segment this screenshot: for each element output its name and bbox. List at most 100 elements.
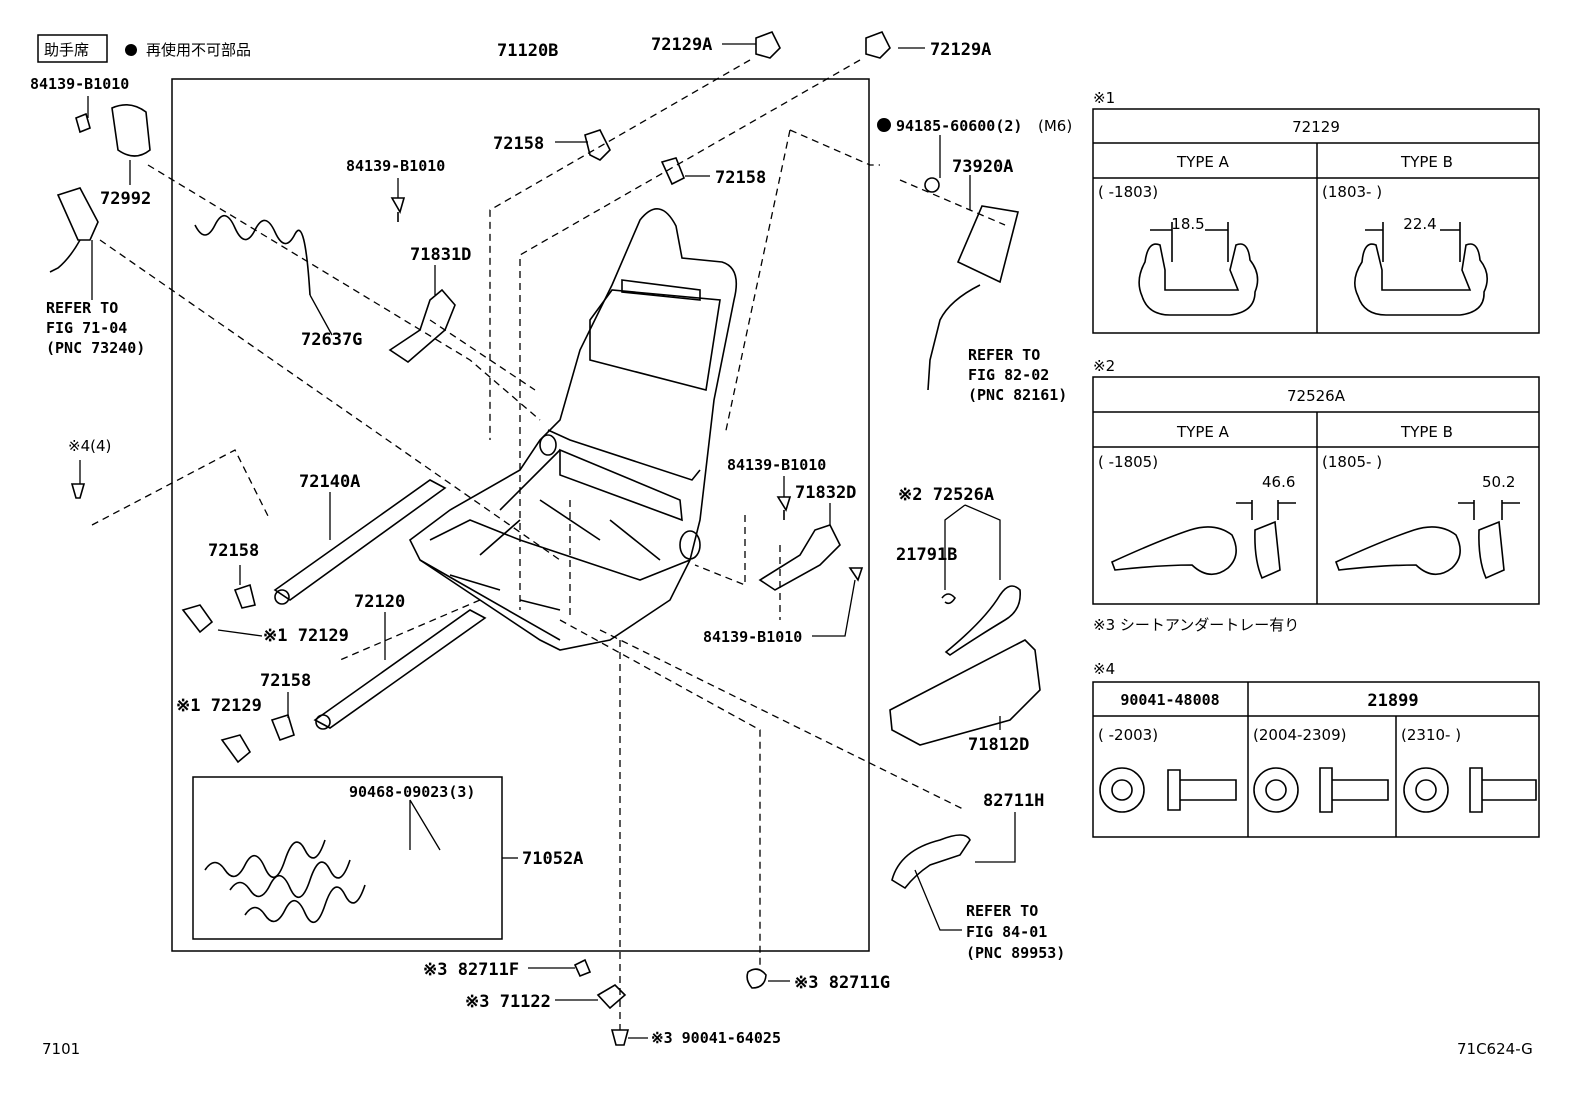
- bracket-72158-small-icon: [233, 583, 295, 742]
- label-72120: 72120: [354, 592, 405, 612]
- note2-table: [1092, 376, 1540, 605]
- refer2-line1: REFER TO: [968, 346, 1040, 364]
- clip-21899-a-icon: [1253, 767, 1389, 813]
- label-72129A-right: 72129A: [930, 40, 991, 60]
- label-72158-c: 72158: [208, 541, 259, 561]
- note1-dim-a: 18.5: [1171, 215, 1204, 233]
- seat-springs-icon: [204, 839, 366, 923]
- label-72158-d: 72158: [260, 671, 311, 691]
- note4-range-3: (2310- ): [1401, 726, 1461, 744]
- label-94185: 94185-60600(2): [896, 117, 1022, 135]
- label-72129-d: ※1 72129: [176, 696, 262, 716]
- footer-left: 7101: [42, 1040, 80, 1058]
- label-90041: ※3 90041-64025: [651, 1029, 781, 1047]
- label-84139-b: 84139-B1010: [346, 157, 445, 175]
- cover-71832D-icon: [758, 524, 841, 591]
- refer3-line1: REFER TO: [966, 902, 1038, 920]
- note3-text: ※3 シートアンダートレー有り: [1093, 616, 1299, 634]
- clip-90041-icon: [1099, 767, 1237, 813]
- note4-range-2: (2004-2309): [1253, 726, 1346, 744]
- note4-col2: 21899: [1367, 691, 1418, 711]
- clip-72129A-top-icon: [755, 30, 891, 59]
- label-82711F: ※3 82711F: [423, 960, 519, 980]
- header-tag: 助手席: [44, 41, 89, 59]
- label-72637G: 72637G: [301, 330, 362, 350]
- dashed-leaders: [91, 59, 1006, 1030]
- label-90468: 90468-09023(3): [349, 783, 475, 801]
- spring-inset-box: [192, 776, 503, 940]
- dot-legend-text: 再使用不可部品: [146, 41, 251, 59]
- note1-mark: ※1: [1093, 89, 1115, 107]
- refer3-line3: (PNC 89953): [966, 944, 1065, 962]
- harness-82711H-icon: [891, 834, 971, 890]
- label-71122: ※3 71122: [465, 992, 551, 1012]
- wire-72637G-icon: [194, 214, 311, 296]
- airbag-module-icon: [924, 177, 1019, 391]
- clip-72129-icon: [181, 604, 252, 764]
- note2-type-a: TYPE A: [1176, 423, 1230, 441]
- note1-table: [1092, 108, 1540, 334]
- refer1-line3: (PNC 73240): [46, 339, 145, 357]
- label-72526A: ※2 72526A: [898, 485, 994, 505]
- note2-type-b: TYPE B: [1400, 423, 1453, 441]
- label-71120B: 71120B: [497, 41, 558, 61]
- label-71812D: 71812D: [968, 735, 1029, 755]
- note4-table: [1092, 681, 1540, 838]
- lever-72526A-icon: [944, 585, 1022, 656]
- lever-type-b-icon: [1334, 500, 1520, 580]
- note1-dim-b: 22.4: [1403, 215, 1436, 233]
- note2-title: 72526A: [1287, 387, 1346, 405]
- refer2-line3: (PNC 82161): [968, 386, 1067, 404]
- dot-legend-icon: [125, 44, 137, 56]
- rail-72140A-icon: [273, 479, 447, 605]
- main-assembly-frame: [171, 78, 870, 952]
- label-84139-c: 84139-B1010: [727, 456, 826, 474]
- label-72129-c: ※1 72129: [263, 626, 349, 646]
- grommet-82711G-icon: [746, 968, 767, 989]
- label-71052A: 71052A: [522, 849, 583, 869]
- label-71832D: 71832D: [795, 483, 856, 503]
- cover-71831D-icon: [388, 288, 456, 364]
- refer2-line2: FIG 82-02: [968, 366, 1049, 384]
- label-73920A: 73920A: [952, 157, 1013, 177]
- header-tag-box: [37, 34, 108, 63]
- note1-type-a: TYPE A: [1176, 153, 1230, 171]
- label-82711H: 82711H: [983, 791, 1044, 811]
- label-84139-d: 84139-B1010: [703, 628, 802, 646]
- solid-leaders: [79, 43, 1016, 1039]
- label-72129A-left: 72129A: [651, 35, 712, 55]
- clip-n4-icon: [70, 483, 86, 499]
- clamp-72992-icon: [75, 104, 151, 157]
- note1-type-b: TYPE B: [1400, 153, 1453, 171]
- refer3-line2: FIG 84-01: [966, 923, 1047, 941]
- note2-mark: ※2: [1093, 357, 1115, 375]
- screw-90041-icon: [610, 1029, 630, 1046]
- note4-range-1: ( -2003): [1098, 726, 1158, 744]
- bracket-72158-icon: [584, 129, 686, 186]
- tray-71812D-icon: [889, 639, 1041, 746]
- dot-94185-icon: [877, 118, 891, 132]
- grommet-82711F-icon: [573, 958, 592, 978]
- label-m6: (M6): [1038, 117, 1072, 135]
- clip-type-b-icon: [1354, 222, 1488, 316]
- refer1-line1: REFER TO: [46, 299, 118, 317]
- plate-71122-icon: [596, 983, 627, 1010]
- clip-21899-b-icon: [1403, 767, 1537, 813]
- spring-21791B-icon: [941, 593, 956, 605]
- lever-type-a-icon: [1110, 500, 1296, 580]
- label-21791B: 21791B: [896, 545, 957, 565]
- note2-range-a: ( -1805): [1098, 453, 1158, 471]
- seat-frame-icon: [408, 208, 738, 651]
- rail-72120-icon: [313, 609, 487, 730]
- label-72158-a: 72158: [493, 134, 544, 154]
- note4-col1: 90041-48008: [1120, 691, 1219, 709]
- label-n4: ※4(4): [68, 437, 111, 455]
- note2-dim-b: 50.2: [1482, 473, 1515, 491]
- note4-mark: ※4: [1093, 660, 1115, 678]
- label-72140A: 72140A: [299, 472, 360, 492]
- clip-type-a-icon: [1138, 222, 1259, 316]
- note2-range-b: (1805- ): [1322, 453, 1382, 471]
- note1-title: 72129: [1292, 118, 1340, 136]
- label-71831D: 71831D: [410, 245, 471, 265]
